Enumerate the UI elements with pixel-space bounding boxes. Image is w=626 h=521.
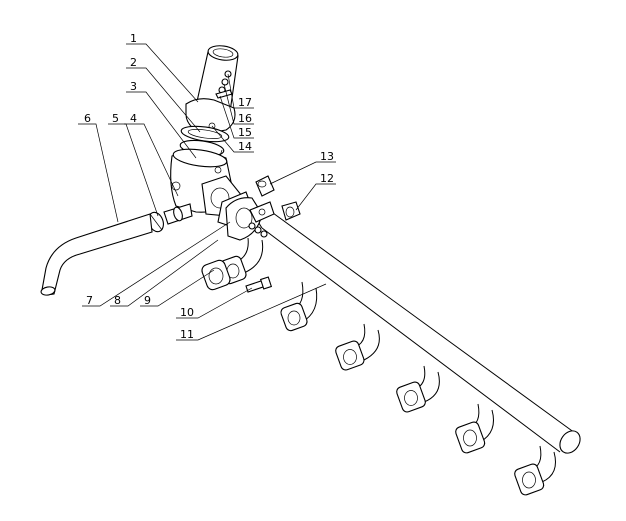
callout-17: 17 <box>238 96 252 109</box>
elbow-fitting <box>255 175 275 197</box>
branch-elbow-4 <box>396 365 440 413</box>
bolt <box>245 276 273 293</box>
callout-8: 8 <box>114 294 121 307</box>
callout-6: 6 <box>84 112 91 125</box>
callout-1: 1 <box>130 32 137 45</box>
callout-11: 11 <box>180 328 194 341</box>
bypass-hose <box>40 213 153 296</box>
plug-fitting <box>281 201 301 221</box>
callout-labels: 1 2 3 4 5 6 7 8 9 10 11 12 13 14 15 16 1… <box>84 32 334 341</box>
callout-16: 16 <box>238 112 252 125</box>
callout-15: 15 <box>238 126 252 139</box>
callout-10: 10 <box>180 306 194 319</box>
callout-2: 2 <box>130 56 137 69</box>
branch-elbow-2 <box>280 281 318 332</box>
sensor-port <box>249 201 275 223</box>
branch-elbow-6 <box>514 445 556 496</box>
hose-clamp <box>148 211 164 233</box>
callout-9: 9 <box>144 294 151 307</box>
leader-lines <box>78 43 336 341</box>
callout-7: 7 <box>86 294 93 307</box>
water-pipe <box>256 204 581 454</box>
flange-gasket <box>201 259 231 291</box>
callout-5: 5 <box>112 112 119 125</box>
branch-elbow-3 <box>335 323 380 371</box>
callout-13: 13 <box>320 150 334 163</box>
callout-3: 3 <box>130 80 137 93</box>
branch-elbow-5 <box>455 403 494 454</box>
callout-14: 14 <box>238 140 252 153</box>
hose-fitting <box>163 203 193 225</box>
callout-12: 12 <box>320 172 334 185</box>
housing-gasket <box>180 125 230 143</box>
callout-4: 4 <box>130 112 137 125</box>
